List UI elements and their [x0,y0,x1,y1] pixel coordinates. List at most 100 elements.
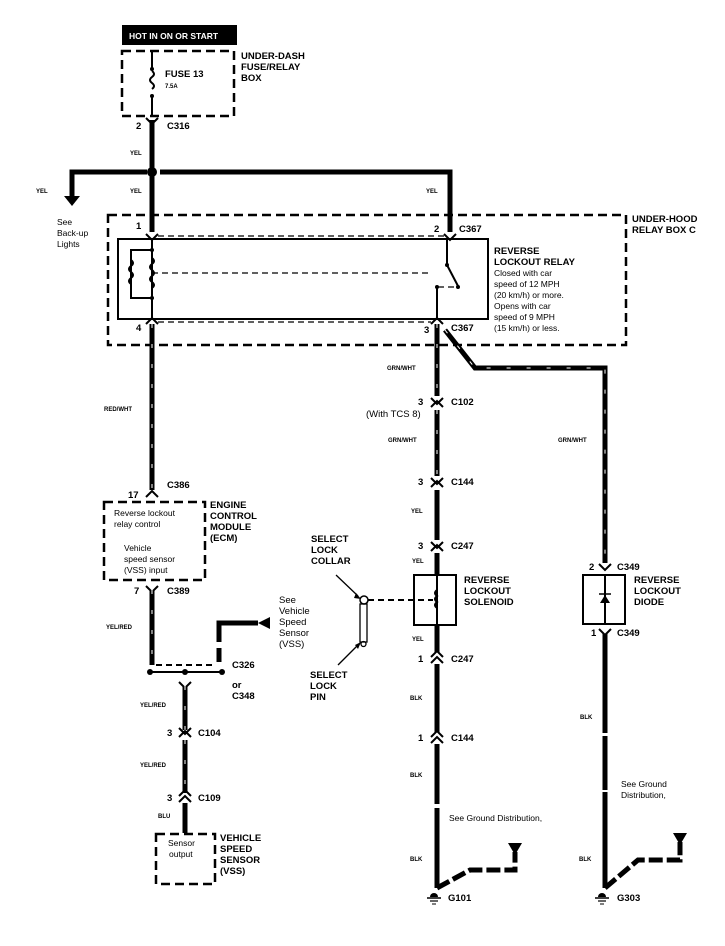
c349-top-pin: 2 [589,562,594,573]
ground-ref-right-1: See Ground [621,779,667,789]
relay-desc-6: (15 km/h) or less. [494,323,560,333]
splice-dot-right [219,669,225,675]
fuse-box-title-3: BOX [241,73,262,84]
relay-desc-5: speed of 9 MPH [494,312,555,322]
c144-pin: 3 [418,477,423,488]
pin-label-3: PIN [310,692,326,703]
ground-ref-middle: See Ground Distribution, [449,813,542,823]
connector-c349-top-icon [598,563,612,572]
collar-label-3: COLLAR [311,556,351,567]
vss-ref-1: See [279,595,296,606]
wire-color-yel-1: YEL [411,509,423,515]
c247-top-pin: 3 [418,541,423,552]
solenoid-title-3: SOLENOID [464,597,514,608]
fuse-name: FUSE 13 [165,69,204,80]
ecm-title-1: ENGINE [210,500,246,511]
relay-desc-3: (20 km/h) or more. [494,290,564,300]
backup-ref-3: Lights [57,239,80,249]
c102-label: C102 [451,397,474,408]
ecm-text-3: Vehicle [124,543,152,553]
relay-pin2: 2 [434,224,439,235]
c247-bottom-pin: 1 [418,654,424,665]
ecm-pin-17: 17 [128,490,139,501]
connector-c144-icon [430,477,444,488]
relay-pin1: 1 [136,221,142,232]
wire-color-yel-red-1: YEL/RED [106,625,133,631]
c349-top-label: C349 [617,562,640,573]
wire-color-yel-3: YEL [412,637,424,643]
resistor-icon [128,259,134,285]
backup-wire-color: YEL [36,189,48,195]
arrow-ground-ref-right-icon [673,833,687,845]
relay-pin4: 4 [136,323,142,334]
collar-leader-arrow [354,593,361,599]
splice-or: or [232,680,242,691]
wire-color-grn-wht-right: GRN/WHT [558,438,587,444]
select-lock-collar-icon [359,595,369,605]
ground-g101-icon [427,893,441,905]
splice-dot-left [147,669,153,675]
wire-color-blk-1: BLK [410,696,423,702]
ecm-connector-c389: C389 [167,586,190,597]
c247-bottom-label: C247 [451,654,474,665]
right-wire-color: YEL [426,189,438,195]
select-lock-pin-icon [359,603,368,643]
wire-color-grn-wht-1: GRN/WHT [387,366,416,372]
vss-text-1: Sensor [168,838,195,848]
c316-label: C316 [167,121,190,132]
vss-ref-5: (VSS) [279,639,304,650]
vss-title-3: SENSOR [220,855,260,866]
collar-label-1: SELECT [311,534,349,545]
wire-to-vss-ref [216,620,258,662]
vss-text-2: output [169,849,193,859]
c316-pin: 2 [136,121,141,132]
fuse-box-title-1: UNDER-DASH [241,51,305,62]
collar-label-2: LOCK [311,545,338,556]
solenoid-title-1: REVERSE [464,575,509,586]
ecm-outline [102,500,207,582]
relay-desc-2: speed of 12 MPH [494,279,560,289]
diode-title-1: REVERSE [634,575,679,586]
wire-color-yel-red-2: YEL/RED [140,703,167,709]
splice-dot-middle [182,669,188,675]
connector-c247-bottom-icon [430,649,444,664]
relay-pin3: 3 [424,325,429,336]
ground-g101-label: G101 [448,893,472,904]
connector-c144-bottom-icon [430,729,444,744]
vss-title-4: (VSS) [220,866,245,877]
relay-pin4-connector-icon [145,316,159,325]
diode-title-2: LOCKOUT [634,586,681,597]
relay-connector-top: C367 [459,224,482,235]
fuse-box-outline [120,49,236,118]
c102-note: (With TCS 8) [366,409,421,420]
pin-leader-line [337,644,359,666]
c102-pin: 3 [418,397,423,408]
arrow-backup-lights-icon [64,196,80,206]
relay-desc-4: Opens with car [494,301,551,311]
ecm-text-4: speed sensor [124,554,175,564]
ecm-text-2: relay control [114,519,160,529]
ecm-text-5: (VSS) input [124,565,168,575]
ecm-title-4: (ECM) [210,533,237,544]
vss-outline [154,832,217,886]
wire-stripe [444,329,606,563]
c144-label: C144 [451,477,474,488]
c349-bottom-label: C349 [617,628,640,639]
connector-c104-icon [178,727,192,738]
relay-box-title-1: UNDER-HOOD [632,214,698,225]
c144b-pin: 1 [418,733,424,744]
vss-ref-3: Speed [279,617,306,628]
arrow-ground-ref-icon [508,843,522,855]
ecm-title-2: CONTROL [210,511,257,522]
power-source-label: HOT IN ON OR START [129,31,219,41]
pin-label-2: LOCK [310,681,337,692]
splice-c326: C326 [232,660,255,671]
splice-c348: C348 [232,691,255,702]
ecm-text-1: Reverse lockout [114,508,176,518]
c144b-label: C144 [451,733,474,744]
c109-label: C109 [198,793,221,804]
backup-ref-2: Back-up [57,228,88,238]
main-wire-color: YEL [130,189,142,195]
relay-name-2: LOCKOUT RELAY [494,257,576,268]
